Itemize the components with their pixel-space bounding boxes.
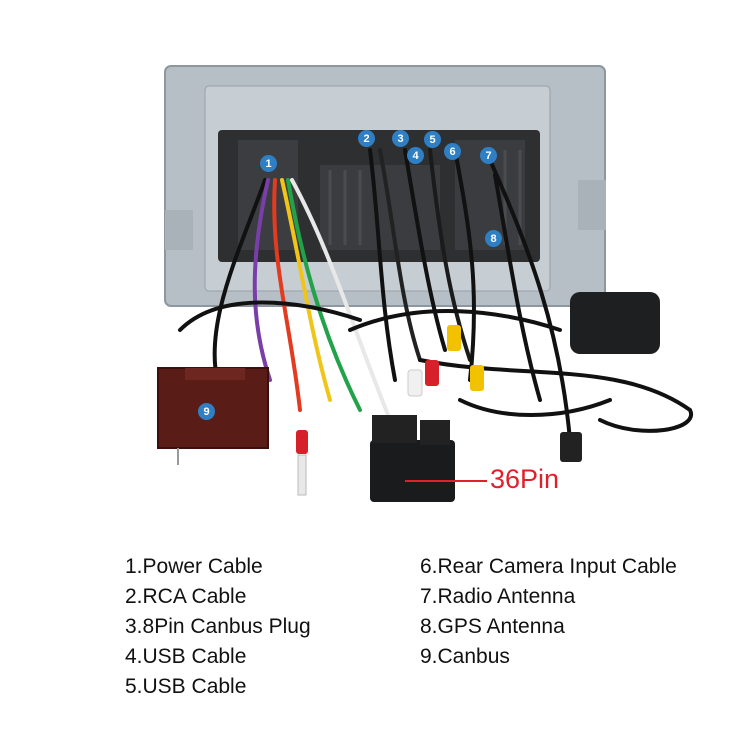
rca-plug-yellow bbox=[447, 325, 461, 351]
legend-item: 4.USB Cable bbox=[125, 645, 247, 668]
rca-plug-yellow-2 bbox=[470, 365, 484, 391]
marker-1: 1 bbox=[260, 155, 277, 172]
gps-antenna bbox=[570, 292, 660, 354]
frame-tab-right bbox=[578, 180, 606, 230]
legend-right: 6.Rear Camera Input Cable 7.Radio Antenn… bbox=[420, 552, 677, 672]
marker-4: 4 bbox=[407, 147, 424, 164]
legend-item: 2.RCA Cable bbox=[125, 585, 247, 608]
legend-item: 7.Radio Antenna bbox=[420, 585, 576, 608]
marker-8: 8 bbox=[485, 230, 502, 247]
legend-item: 5.USB Cable bbox=[125, 675, 247, 698]
legend-item: 9.Canbus bbox=[420, 645, 510, 668]
rca-plug-white bbox=[407, 369, 423, 397]
36pin-leader-line bbox=[405, 480, 487, 482]
legend-item: 8.GPS Antenna bbox=[420, 615, 565, 638]
legend-left: 1.Power Cable 2.RCA Cable 3.8Pin Canbus … bbox=[125, 552, 311, 702]
marker-7: 7 bbox=[480, 147, 497, 164]
frame-tab-left bbox=[165, 210, 193, 250]
rca-plug-white-bottom bbox=[297, 454, 307, 496]
product-photo bbox=[157, 65, 694, 502]
36pin-connector bbox=[370, 440, 455, 502]
legend-item: 3.8Pin Canbus Plug bbox=[125, 615, 311, 638]
rca-plug-red bbox=[425, 360, 439, 386]
marker-5: 5 bbox=[424, 131, 441, 148]
marker-6: 6 bbox=[444, 143, 461, 160]
legend-item: 6.Rear Camera Input Cable bbox=[420, 555, 677, 578]
marker-9: 9 bbox=[198, 403, 215, 420]
36pin-label: 36Pin bbox=[490, 464, 560, 494]
marker-2: 2 bbox=[358, 130, 375, 147]
rca-plug-red-bottom bbox=[296, 430, 308, 454]
legend-item: 1.Power Cable bbox=[125, 555, 263, 578]
marker-3: 3 bbox=[392, 130, 409, 147]
